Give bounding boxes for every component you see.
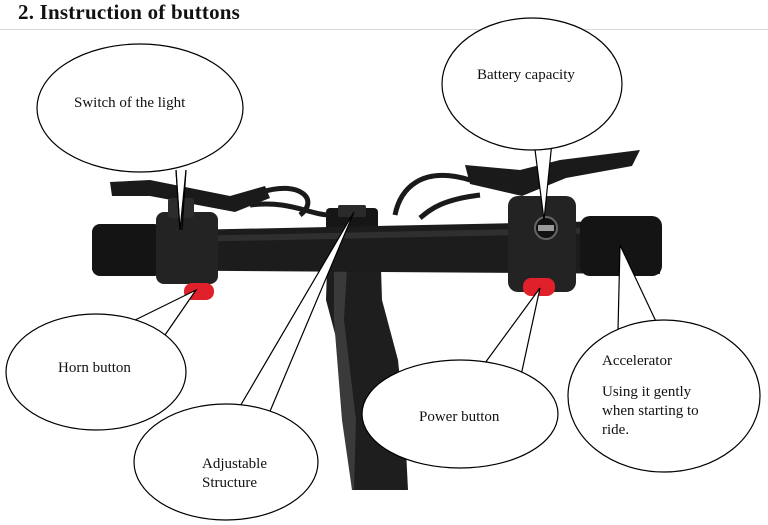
accelerator-callout-label: Accelerator Using it gently when startin… <box>602 352 699 440</box>
adjustable-callout-label: Adjustable Structure <box>202 455 267 493</box>
power-callout-bubble <box>361 359 559 469</box>
horn-callout-label: Horn button <box>58 360 131 376</box>
power-callout-pointer <box>473 287 541 381</box>
accelerator-line-1: Using it gently <box>602 384 692 400</box>
light-callout-label: Switch of the light <box>74 95 186 111</box>
accelerator-callout-bubble <box>567 319 761 473</box>
adjustable-callout-pointer <box>231 211 355 421</box>
adjustable-line-1: Adjustable <box>202 456 267 472</box>
left-grip <box>92 224 162 276</box>
battery-callout-label: Battery capacity <box>477 67 575 83</box>
battery-callout-pointer <box>533 141 553 221</box>
accelerator-title: Accelerator <box>602 353 672 369</box>
cables <box>249 173 481 220</box>
adjustable-line-2: Structure <box>202 475 257 491</box>
accelerator-line-3: ride. <box>602 422 630 438</box>
accelerator-callout-pointer <box>617 244 661 331</box>
right-brake-lever <box>465 150 640 196</box>
battery-callout-bubble <box>441 17 623 151</box>
left-switch-housing <box>156 212 218 284</box>
section-heading: 2. Instruction of buttons <box>18 0 241 24</box>
horn-callout-bubble <box>5 313 187 431</box>
left-brake-lever <box>110 180 270 212</box>
right-switch-housing <box>508 196 576 292</box>
heading-divider <box>0 29 768 30</box>
power-callout-label: Power button <box>419 409 500 425</box>
power-button-icon <box>523 278 555 296</box>
accelerator-line-2: when starting to <box>602 403 699 419</box>
light-callout-bubble <box>36 43 244 173</box>
adjustable-callout-bubble <box>133 403 319 521</box>
